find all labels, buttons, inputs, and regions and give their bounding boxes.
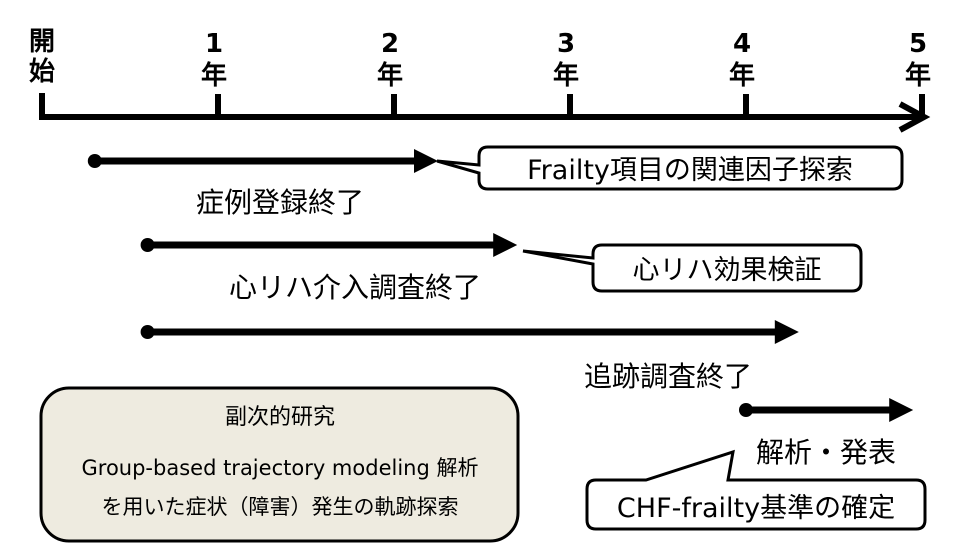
- tick-number-label: 5: [909, 29, 927, 59]
- start-label: 始: [29, 57, 55, 87]
- phase-arrowhead: [889, 398, 914, 422]
- tick-number-label: 2: [381, 29, 399, 59]
- tick-unit-label: 年: [905, 60, 931, 91]
- phase-label: 追跡調査終了: [584, 360, 752, 393]
- callout-cardiac-rehab: 心リハ効果検証: [522, 243, 863, 293]
- phase-bar: 心リハ介入調査終了: [140, 233, 518, 304]
- secondary-study-line2: を用いた症状（障害）発生の軌跡探索: [102, 495, 459, 519]
- phase-arrowhead: [774, 320, 799, 344]
- tick-number-label: 3: [557, 29, 575, 59]
- phase-label: 症例登録終了: [196, 186, 364, 219]
- callout-text: Frailty項目の関連因子探索: [527, 155, 853, 186]
- phase-bar: 解析・発表: [739, 398, 914, 469]
- secondary-study-line1: Group-based trajectory modeling 解析: [82, 456, 479, 480]
- secondary-study-title: 副次的研究: [225, 405, 335, 430]
- secondary-study-box: 副次的研究 Group-based trajectory modeling 解析…: [39, 386, 520, 543]
- callout-frailty-factors: Frailty項目の関連因子探索: [436, 145, 904, 191]
- callout-bubble: [585, 449, 927, 531]
- callout-text: CHF-frailty基準の確定: [617, 493, 895, 524]
- start-label: 開: [29, 27, 55, 57]
- tick-unit-label: 年: [201, 60, 227, 91]
- tick-unit-label: 年: [553, 60, 579, 91]
- phase-bar: 追跡調査終了: [140, 320, 799, 393]
- callout-chf-frailty: CHF-frailty基準の確定: [585, 449, 927, 531]
- phase-arrowhead: [414, 149, 438, 173]
- callout-text: 心リハ効果検証: [633, 255, 822, 286]
- phase-label: 解析・発表: [756, 436, 896, 469]
- tick-number-label: 4: [733, 29, 751, 59]
- callout-bubble: [436, 145, 904, 191]
- tick-unit-label: 年: [729, 60, 755, 91]
- phase-bar: 症例登録終了: [87, 149, 438, 219]
- phase-arrowhead: [493, 233, 518, 257]
- tick-number-label: 1: [205, 29, 223, 59]
- callout-bubble: [522, 243, 863, 293]
- tick-unit-label: 年: [377, 60, 403, 91]
- phase-label: 心リハ介入調査終了: [229, 271, 481, 304]
- secondary-study-background: [39, 386, 520, 543]
